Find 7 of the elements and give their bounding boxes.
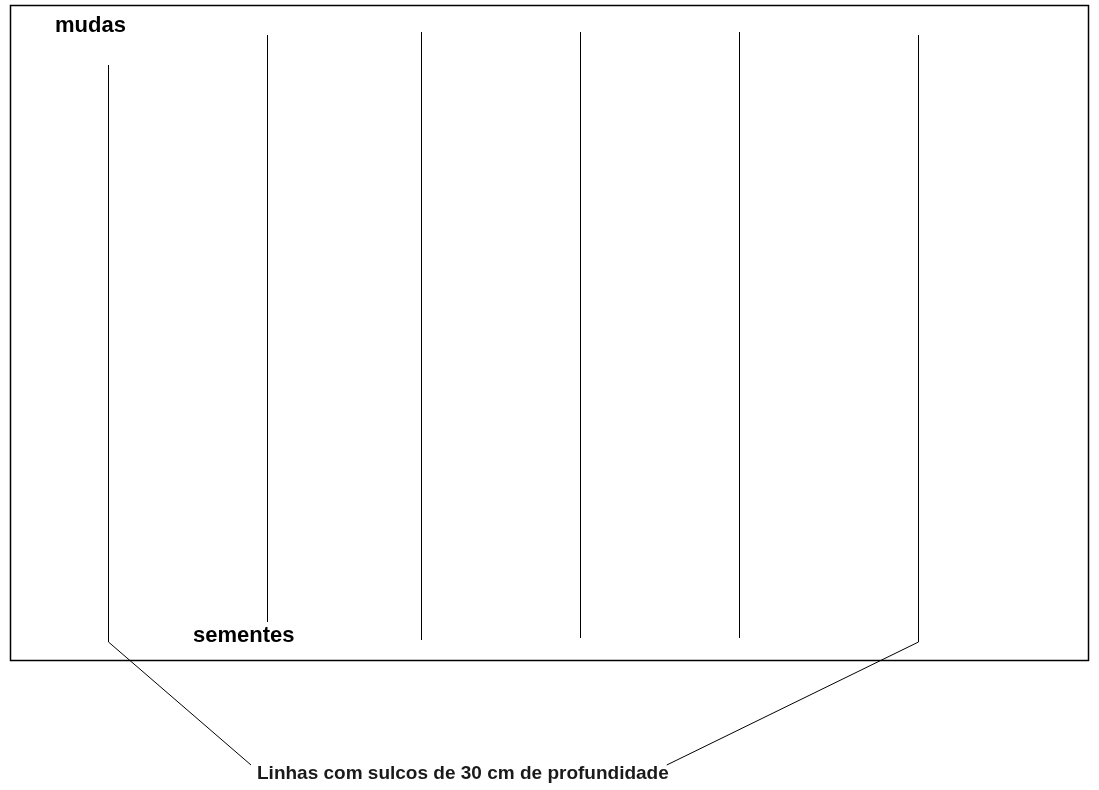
furrow-line xyxy=(108,65,109,642)
furrow-line xyxy=(918,35,919,642)
leader-line xyxy=(108,641,252,766)
row-label: mudas xyxy=(55,14,126,36)
leader-line xyxy=(666,641,919,766)
row-label: sementes xyxy=(193,624,295,646)
caption-text: Linhas com sulcos de 30 cm de profundidade xyxy=(257,763,669,784)
